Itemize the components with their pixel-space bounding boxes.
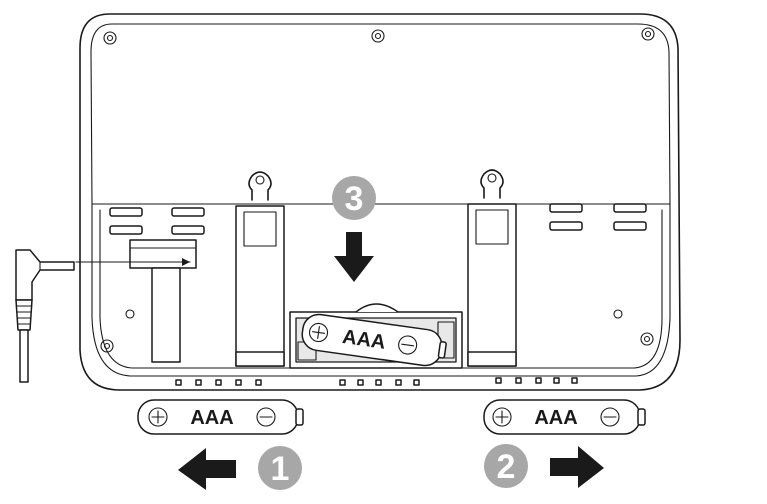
wall-hanger-left-icon [248,171,272,201]
screw-bottom-right-icon [640,332,654,346]
screw-small-left-icon [125,309,135,319]
step-3-number: 3 [345,180,364,218]
screw-top-left-icon [103,31,117,45]
step-1-marker: 1 [258,446,302,490]
stand-right [467,203,517,367]
step-3-marker: 3 [332,176,376,220]
dc-jack-port [129,239,197,363]
vent-slots-left [109,207,205,235]
battery-installed: AAA [301,313,447,367]
battery-installed-minus-icon [398,335,418,355]
battery-right-minus-icon [600,407,620,427]
step-2-marker: 2 [484,444,528,488]
battery-right-label: AAA [534,407,577,429]
step-1-number: 1 [271,450,290,488]
wall-hanger-right-icon [480,169,504,199]
battery-left-minus-icon [256,407,276,427]
arrow-down-icon [334,232,374,282]
bottom-vent-ticks-left [175,379,262,386]
battery-left-plus-icon [148,407,168,427]
bottom-vent-ticks-center [339,379,420,386]
vent-slots-right [549,203,647,231]
screw-bottom-left-icon [100,339,114,353]
step-2-number: 2 [497,448,516,486]
battery-left: AAA [137,399,304,435]
battery-right-plus-icon [492,407,512,427]
screw-top-right-icon [641,27,655,41]
screw-small-right-icon [613,309,623,319]
bottom-vent-ticks-right [495,377,578,384]
battery-installed-plus-icon [308,322,329,343]
battery-right: AAA [483,399,646,435]
arrow-left-icon [178,448,236,490]
battery-left-label: AAA [190,407,233,429]
screw-top-center-icon [371,29,385,43]
stand-left [235,205,285,367]
dc-power-plug-icon [15,249,191,383]
device-back-housing [79,13,681,391]
arrow-right-icon [550,446,604,488]
